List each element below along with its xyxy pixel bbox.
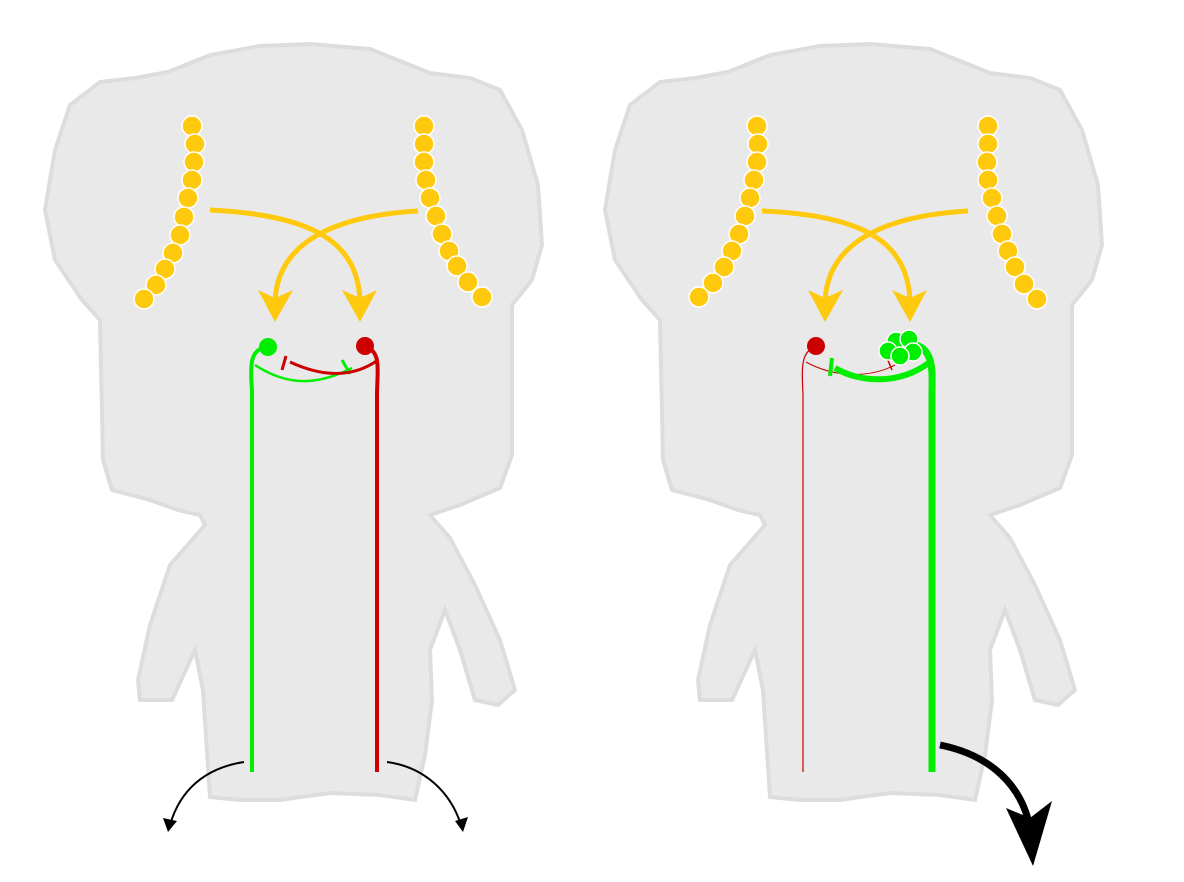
red-cell-right	[807, 337, 825, 355]
larva-body-right	[602, 41, 1105, 803]
red-cell-left	[356, 337, 374, 355]
green-cell-left	[259, 338, 277, 356]
input-projection-right-to-left-line	[272, 208, 419, 306]
input-projection-right-panel-a	[761, 208, 913, 306]
output-arrow-right-turn	[386, 761, 462, 826]
output-arrowhead-right-turn	[455, 817, 468, 832]
green-inhibitory-bar-right	[828, 357, 834, 377]
arrowhead-right-panel-a	[892, 290, 927, 322]
output-arrow-right-panel	[939, 741, 1034, 829]
panel-right	[602, 41, 1105, 866]
input-neuron-chain-left-a	[133, 115, 206, 310]
red-inhibitory-bar-left	[280, 355, 288, 371]
green-inhibitory-projection-right	[833, 359, 932, 383]
input-neuron-chain-right-a	[688, 115, 769, 308]
input-projection-right-panel-b	[822, 208, 969, 306]
output-arrow-left-turn	[169, 761, 245, 826]
red-inhibitory-projection-left	[289, 358, 379, 375]
arrowhead-left-to-right	[342, 290, 377, 322]
larva-body-left	[42, 41, 545, 803]
arrowhead-right-to-left	[258, 290, 293, 322]
input-neuron-chain-right-b	[976, 115, 1048, 310]
output-arrowhead-left-turn	[163, 818, 177, 832]
input-neuron-chain-left-b	[413, 115, 493, 308]
arrowhead-right-panel-b	[808, 290, 843, 322]
output-arrowhead-right-panel	[1006, 801, 1052, 866]
green-cell-cluster-right	[878, 329, 923, 366]
panel-left	[42, 41, 545, 832]
